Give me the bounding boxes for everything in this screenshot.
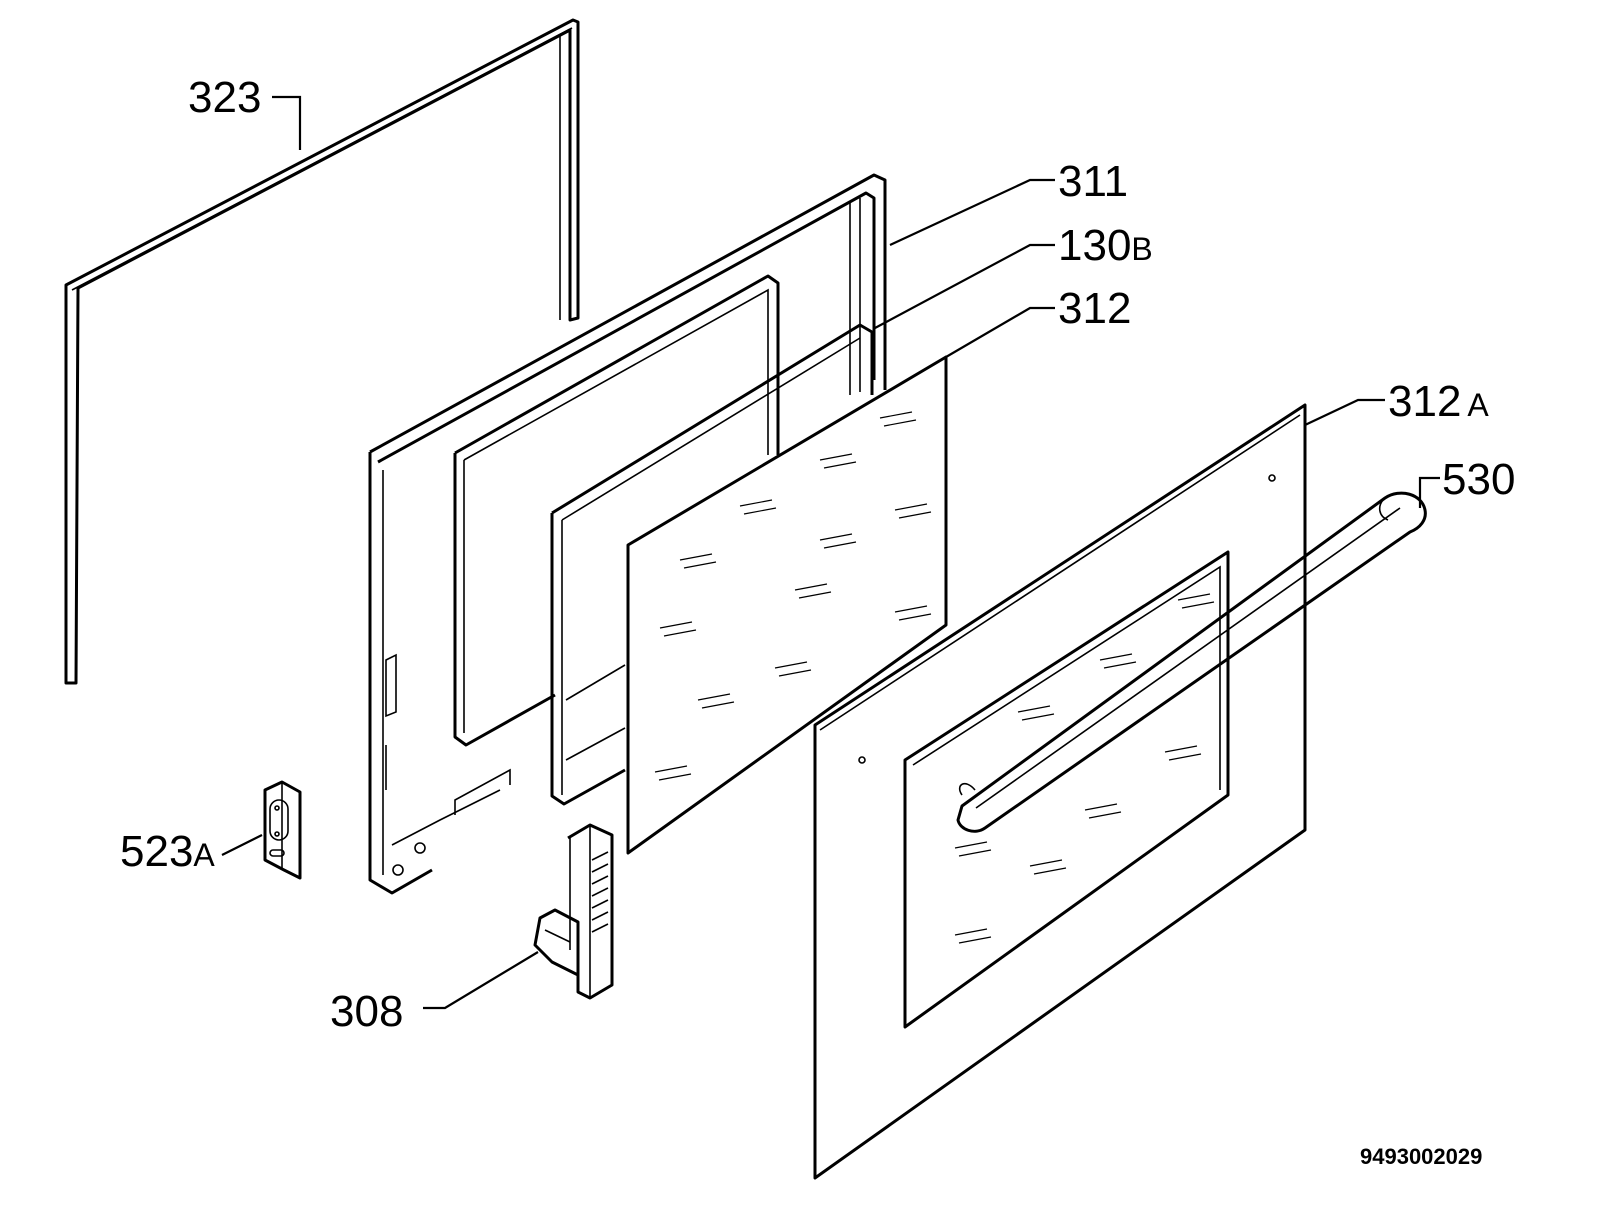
part-312-inner-glass [626, 355, 948, 855]
window-reflection-marks [954, 593, 1215, 944]
label-523a: 523A [120, 827, 215, 876]
label-323: 323 [188, 73, 261, 122]
label-311: 311 [1058, 157, 1128, 206]
part-530-door-handle [956, 491, 1427, 833]
part-312a-outer-glass [813, 403, 1307, 1180]
part-130b-glass-seal [550, 323, 874, 806]
label-312: 312 [1058, 284, 1131, 333]
drawing-reference-number: 9493002029 [1360, 1144, 1482, 1169]
part-523a-hinge-cover [263, 780, 302, 880]
glass-reflection-marks [654, 411, 932, 781]
label-130b: 130B [1058, 221, 1153, 270]
part-323-door-seal [64, 18, 580, 685]
part-311-inner-frame [368, 173, 887, 895]
part-308-hinge [533, 823, 614, 1000]
label-308: 308 [330, 987, 403, 1036]
label-530: 530 [1442, 455, 1515, 504]
leader-lines [221, 95, 1440, 1010]
